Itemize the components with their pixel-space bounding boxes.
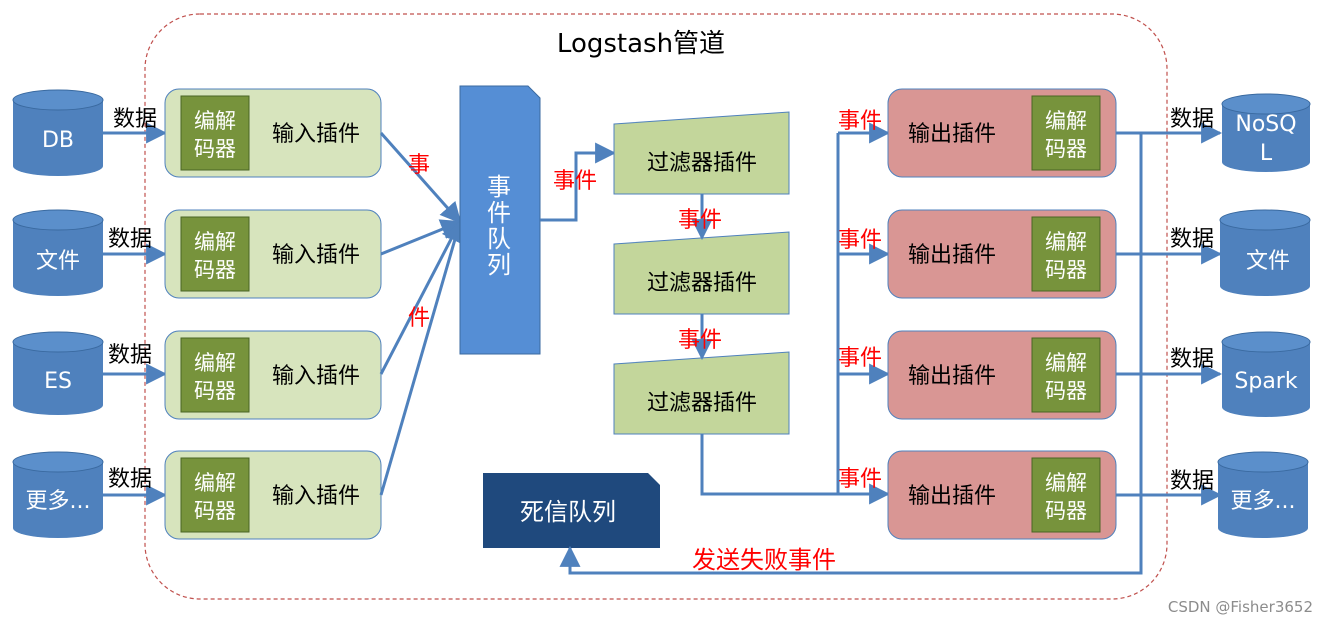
output-plugin: 输出插件 编解 码器 [887,330,1117,420]
pipeline-title: Logstash管道 [557,29,725,59]
output-plugin: 输出插件 编解 码器 [887,209,1117,299]
input-plugin-label: 输入插件 [272,364,360,389]
watermark: CSDN @Fisher3652 [1168,598,1313,616]
codec-label-line2: 码器 [1045,379,1087,403]
codec-label-line2: 码器 [194,137,236,161]
filter-plugin-label: 过滤器插件 [647,391,757,416]
output-plugin: 输出插件 编解 码器 [887,450,1117,540]
source-es: ES [12,331,104,415]
output-edge-label: 事件 [838,467,882,492]
source-edge-label: 数据 [108,343,152,368]
filter-plugin: 过滤器插件 [613,111,790,195]
output-plugin-label: 输出插件 [908,364,996,389]
pipeline-boundary [144,13,1168,600]
codec-label-line1: 编解 [1045,230,1087,254]
event-queue-char: 队 [487,225,511,253]
codec-label-line1: 编解 [1045,351,1087,375]
input-to-queue-arrow [379,219,465,496]
event-queue: 事 件 队 列 [459,85,541,355]
input-plugin: 编解 码器 输入插件 [164,88,382,178]
destination-more: 更多... [1217,451,1309,538]
source-file: 文件 [12,209,104,296]
input-to-queue-arrow [379,220,462,375]
codec-label-line2: 码器 [194,499,236,523]
source-more-label: 更多... [26,489,91,514]
destination-edge-label: 数据 [1170,469,1214,494]
filter-edge-label: 事件 [678,208,722,233]
output-plugin-label: 输出插件 [908,484,996,509]
destination-edge-label: 数据 [1170,107,1214,132]
destination-nosql-line1: NoSQ [1235,112,1296,137]
failed-events-label: 发送失败事件 [692,546,836,574]
source-more: 更多... [12,451,104,538]
codec-label-line1: 编解 [194,351,236,375]
destination-edge-label: 数据 [1170,227,1214,252]
destination-nosql-line2: L [1260,141,1273,166]
input-plugin-label: 输入插件 [272,484,360,509]
destination-file: 文件 [1219,209,1311,296]
codec-label-line2: 码器 [1045,499,1087,523]
input-plugin: 编解 码器 输入插件 [164,450,382,540]
event-queue-char: 件 [487,199,511,227]
failed-events-arrow [559,131,1143,575]
input-to-queue-arrow [380,219,462,256]
source-edge-label: 数据 [113,107,157,132]
destination-more-label: 更多... [1231,489,1296,514]
codec-label-line1: 编解 [1045,471,1087,495]
filter-plugin: 过滤器插件 [613,231,790,315]
filter-plugin: 过滤器插件 [613,351,790,435]
input-edge-label-top: 事 [408,153,430,178]
source-db-label: DB [42,128,74,153]
output-edge-label: 事件 [838,228,882,253]
input-edge-label-bottom: 件 [408,306,430,331]
queue-to-filter-arrow [540,142,617,222]
destination-edge-label: 数据 [1170,347,1214,372]
filter-edge-label: 事件 [678,328,722,353]
input-plugin-label: 输入插件 [272,122,360,147]
event-queue-char: 事 [487,173,511,201]
dead-letter-queue-label: 死信队列 [520,498,616,526]
source-file-label: 文件 [36,249,80,274]
codec-label-line1: 编解 [194,471,236,495]
source-db: DB [12,89,104,176]
codec-label-line2: 码器 [194,379,236,403]
destination-nosql: NoSQ L [1221,93,1311,172]
codec-label-line2: 码器 [194,258,236,282]
source-edge-label: 数据 [108,467,152,492]
output-plugin: 输出插件 编解 码器 [887,88,1117,178]
destination-spark: Spark [1221,331,1311,417]
filter-to-output-arrow [700,434,838,496]
filter-plugin-label: 过滤器插件 [647,151,757,176]
output-plugin-label: 输出插件 [908,122,996,147]
input-to-queue-arrow [379,132,462,224]
input-plugin: 编解 码器 输入插件 [164,330,382,420]
destination-spark-label: Spark [1234,369,1297,394]
filter-plugin-label: 过滤器插件 [647,271,757,296]
source-es-label: ES [44,369,72,394]
input-plugin: 编解 码器 输入插件 [164,209,382,299]
queue-to-filter-label: 事件 [553,169,597,194]
output-plugin-label: 输出插件 [908,243,996,268]
destination-file-label: 文件 [1246,249,1290,274]
input-plugin-label: 输入插件 [272,243,360,268]
source-edge-label: 数据 [108,227,152,252]
dead-letter-queue: 死信队列 [483,473,660,548]
codec-label-line2: 码器 [1045,137,1087,161]
codec-label-line1: 编解 [194,230,236,254]
output-edge-label: 事件 [838,109,882,134]
event-queue-char: 列 [487,251,511,279]
codec-label-line1: 编解 [194,109,236,133]
codec-label-line2: 码器 [1045,258,1087,282]
output-edge-label: 事件 [838,346,882,371]
codec-label-line1: 编解 [1045,109,1087,133]
